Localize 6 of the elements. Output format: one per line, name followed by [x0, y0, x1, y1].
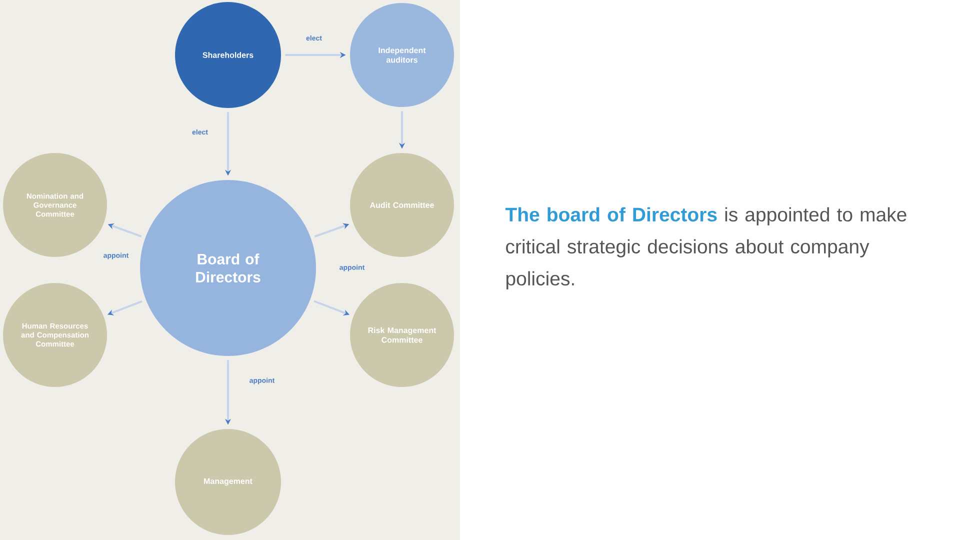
circle-node: Management: [175, 429, 281, 535]
circle-node: Shareholders: [175, 2, 281, 108]
description-text: The board of Directors is appointed to make critical strategic decisions about company policies.: [505, 207, 906, 290]
circle-node: Audit Committee: [350, 153, 454, 257]
circle-node: Risk Management Committee: [350, 283, 454, 387]
circle-node: Independent auditors: [350, 3, 454, 107]
